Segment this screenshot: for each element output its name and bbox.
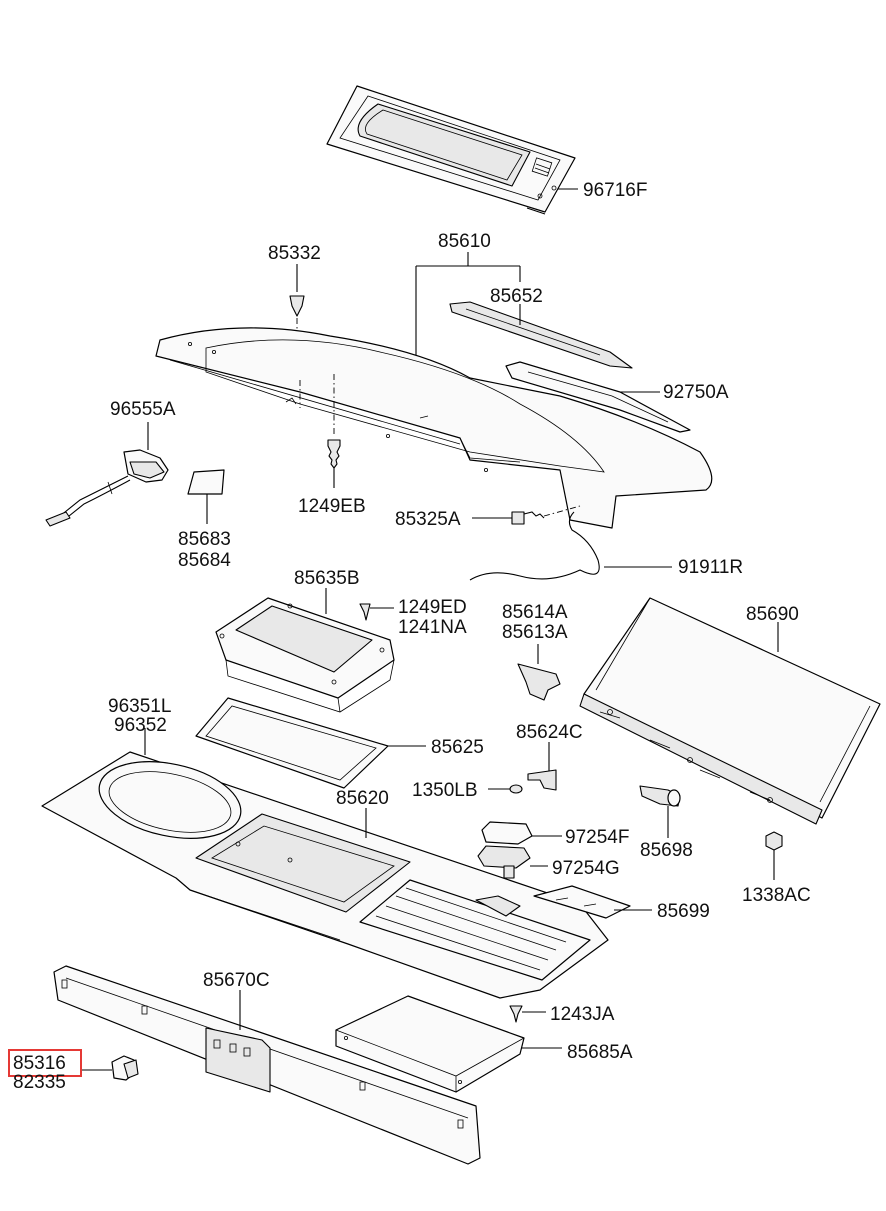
- part-label-85610: 85610: [438, 231, 491, 252]
- part-label-85316: 85316: [13, 1053, 66, 1074]
- part-label-85699: 85699: [657, 901, 710, 922]
- highlight-box-85316: [8, 1049, 82, 1077]
- part-label-96351L: 96351L: [108, 696, 171, 717]
- part-85625-drawing: [195, 697, 426, 789]
- part-label-1249ED: 1249ED: [398, 597, 467, 618]
- part-label-85613A: 85613A: [502, 622, 568, 643]
- part-85614A-drawing: [517, 644, 561, 701]
- part-label-96555A: 96555A: [110, 399, 176, 420]
- part-label-96716F: 96716F: [583, 180, 647, 201]
- part-label-85635B: 85635B: [294, 568, 360, 589]
- part-85670C-drawing: [53, 965, 481, 1165]
- part-label-1338AC: 1338AC: [742, 885, 811, 906]
- part-label-85698: 85698: [640, 840, 693, 861]
- part-1350LB-drawing: [488, 784, 523, 794]
- part-label-85614A: 85614A: [502, 602, 568, 623]
- part-label-85685A: 85685A: [567, 1042, 633, 1063]
- part-label-82335: 82335: [13, 1072, 66, 1093]
- part-label-1249EB: 1249EB: [298, 496, 366, 517]
- part-label-85620: 85620: [336, 788, 389, 809]
- part-label-1350LB: 1350LB: [412, 780, 478, 801]
- part-85699-drawing: [533, 885, 652, 919]
- part-97254F-drawing: [481, 821, 562, 845]
- part-96716F-drawing: [326, 85, 578, 215]
- part-label-96352: 96352: [114, 715, 167, 736]
- part-label-85625: 85625: [431, 737, 484, 758]
- part-label-85684: 85684: [178, 550, 231, 571]
- part-label-92750A: 92750A: [663, 382, 729, 403]
- part-91911R-drawing: [469, 511, 672, 581]
- part-label-85624C: 85624C: [516, 722, 583, 743]
- part-96555A-drawing: [45, 422, 169, 527]
- part-label-1241NA: 1241NA: [398, 617, 467, 638]
- part-label-85670C: 85670C: [203, 970, 270, 991]
- part-85690-drawing: [579, 597, 881, 825]
- part-label-97254F: 97254F: [565, 827, 629, 848]
- part-85620-drawing: [41, 728, 609, 999]
- part-label-85683: 85683: [178, 529, 231, 550]
- part-92750A-drawing: [505, 361, 691, 433]
- part-85635B-drawing: [215, 588, 395, 713]
- part-97254G-drawing: [477, 845, 548, 879]
- part-label-1243JA: 1243JA: [550, 1004, 615, 1025]
- part-label-97254G: 97254G: [552, 858, 620, 879]
- part-85683-drawing: [187, 469, 225, 524]
- part-1249EB-drawing: [327, 374, 341, 488]
- part-85698-drawing: [639, 785, 681, 838]
- part-1338AC-drawing: [765, 831, 783, 880]
- part-label-85325A: 85325A: [395, 509, 461, 530]
- part-85685A-drawing: [335, 995, 562, 1093]
- part-85316-drawing: [80, 1055, 139, 1081]
- part-label-85690: 85690: [746, 604, 799, 625]
- part-1243JA-drawing: [509, 1005, 546, 1023]
- part-label-91911R: 91911R: [678, 557, 743, 578]
- part-85610-drawing: [155, 327, 713, 529]
- part-label-85652: 85652: [490, 286, 543, 307]
- group-bracket-85610: [415, 252, 521, 355]
- part-1249ED-drawing: [359, 603, 394, 621]
- part-85325A-drawing: [472, 505, 581, 525]
- part-85652-drawing: [449, 301, 633, 369]
- part-label-85332: 85332: [268, 243, 321, 264]
- part-85624C-drawing: [527, 742, 557, 791]
